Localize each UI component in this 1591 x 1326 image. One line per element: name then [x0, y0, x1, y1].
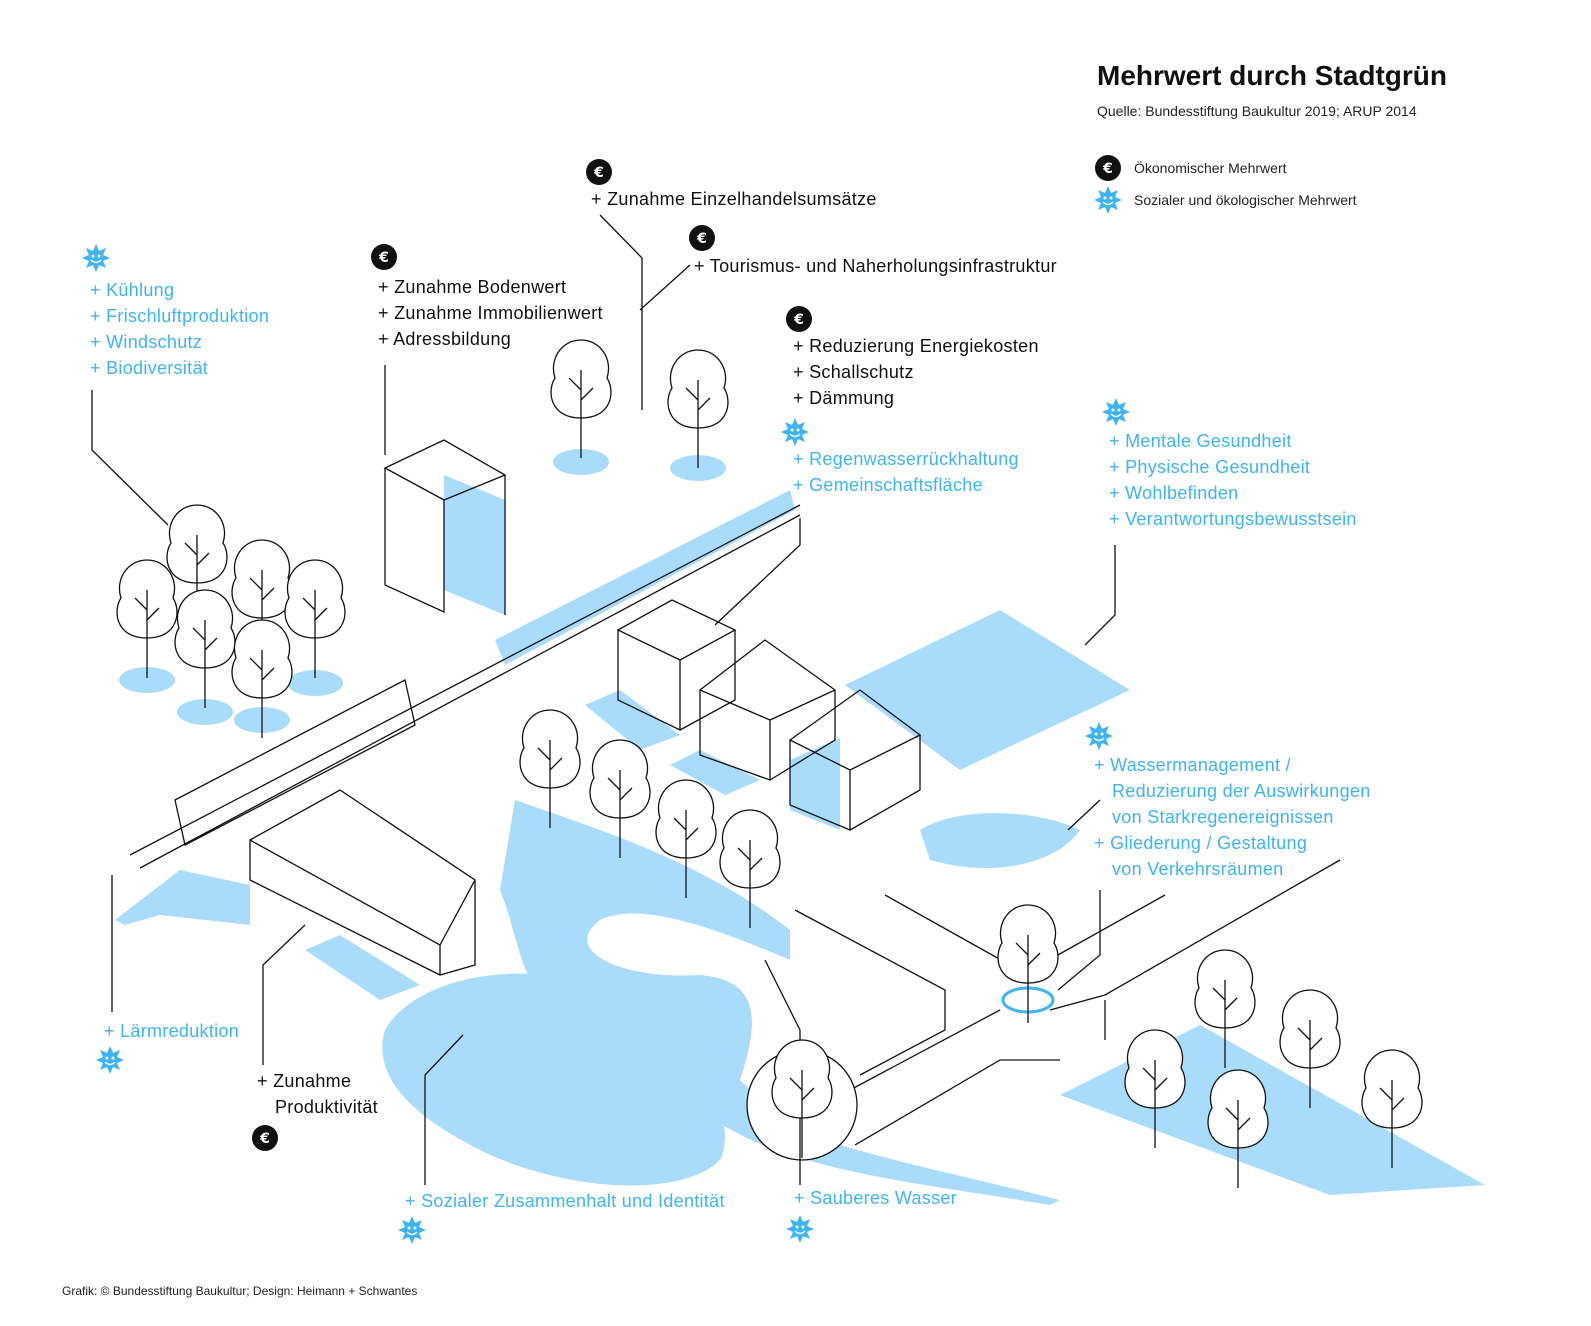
- tree-icon: [997, 904, 1059, 1023]
- euro-badge-icon: [371, 244, 397, 270]
- tree-icon: [284, 559, 346, 678]
- label-energie: + Reduzierung Energiekosten+ Schallschut…: [793, 336, 1039, 408]
- tree-icon: [550, 339, 612, 458]
- label-gesundheit: + Mentale Gesundheit+ Physische Gesundhe…: [1109, 431, 1357, 529]
- source-note: Quelle: Bundesstiftung Baukultur 2019; A…: [1097, 103, 1417, 119]
- smiling-sun-icon: [398, 1216, 426, 1244]
- euro-badge-icon: [786, 306, 812, 332]
- label-sauberes-wasser: + Sauberes Wasser: [794, 1188, 958, 1208]
- water-and-green-areas: [115, 449, 1485, 1205]
- euro-badge-icon: [586, 159, 612, 185]
- label-regenwasser: + Regenwasserrückhaltung+ Gemeinschaftsf…: [793, 449, 1019, 495]
- smiling-sun-icon: [786, 1215, 814, 1243]
- tree-icon: [1361, 1049, 1423, 1168]
- legend-social: Sozialer und ökologischer Mehrwert: [1134, 192, 1357, 208]
- label-einzelhandel: + Zunahme Einzelhandelsumsätze: [591, 189, 877, 209]
- tree-icon: [655, 779, 717, 898]
- legend-economic: Ökonomischer Mehrwert: [1134, 160, 1287, 176]
- label-wassermanagement: + Wassermanagement /Reduzierung der Ausw…: [1094, 755, 1371, 879]
- smiling-sun-icon: [1102, 398, 1130, 426]
- tree-icon: [116, 559, 178, 678]
- tree-icon: [719, 809, 781, 928]
- tree-icon: [1279, 989, 1341, 1108]
- tree-icon: [667, 349, 729, 468]
- label-laermreduktion: + Lärmreduktion: [104, 1021, 240, 1041]
- page-title: Mehrwert durch Stadtgrün: [1097, 60, 1448, 91]
- tree-icon: [1124, 1029, 1186, 1148]
- smiling-sun-icon: [1085, 722, 1113, 750]
- trees: [116, 339, 1423, 1188]
- smiling-sun-icon: [82, 244, 110, 272]
- tree-icon: [174, 589, 236, 708]
- label-klima: + Kühlung+ Frischluftproduktion+ Windsch…: [90, 280, 270, 378]
- tree-icon: [771, 1039, 833, 1158]
- euro-badge-icon: [1095, 155, 1121, 181]
- smiling-sun-icon: [1094, 186, 1122, 214]
- label-tourismus: + Tourismus- und Naherholungsinfrastrukt…: [694, 256, 1057, 276]
- smiling-sun-icon: [781, 418, 809, 446]
- euro-badge-icon: [252, 1125, 278, 1151]
- tree-icon: [589, 739, 651, 858]
- tree-icon: [166, 504, 228, 623]
- tree-icon: [519, 709, 581, 828]
- tree-icon: [231, 619, 293, 738]
- euro-badge-icon: [689, 225, 715, 251]
- label-bodenwert: + Zunahme Bodenwert+ Zunahme Immobilienw…: [378, 277, 603, 349]
- tree-icon: [231, 539, 293, 658]
- credit-line: Grafik: © Bundesstiftung Baukultur; Desi…: [62, 1284, 418, 1298]
- smiling-sun-icon: [96, 1046, 124, 1074]
- label-sozialer-zusammenhalt: + Sozialer Zusammenhalt und Identität: [405, 1191, 725, 1211]
- tree-icon: [1194, 949, 1256, 1068]
- tree-icon: [1207, 1069, 1269, 1188]
